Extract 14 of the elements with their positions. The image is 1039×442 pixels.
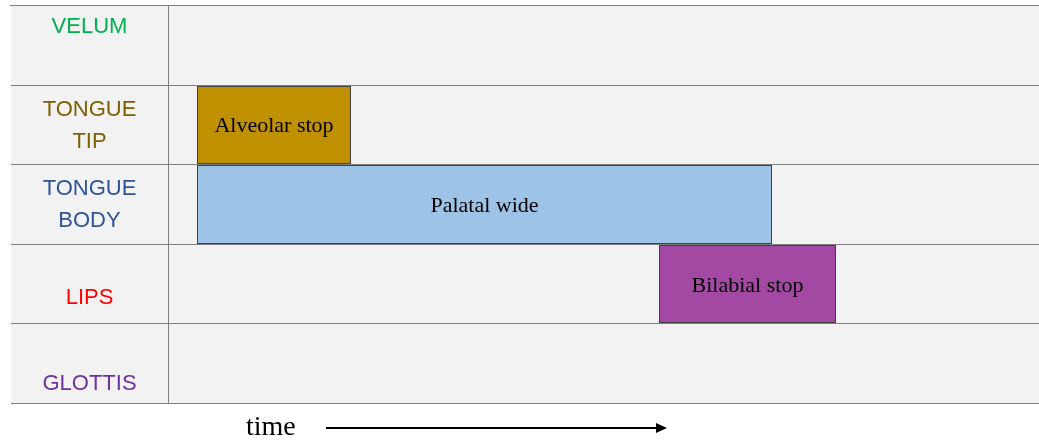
articulator-label: GLOTTIS (41, 369, 138, 397)
articulator-label: VELUM (50, 12, 129, 40)
articulator-label: TONGUE TIP (41, 94, 138, 155)
gesture-bar: Bilabial stop (659, 244, 836, 324)
articulator-row (11, 244, 1039, 325)
articulator-label: LIPS (64, 283, 115, 312)
articulator-row (11, 85, 1039, 166)
articulator-label: TONGUE BODY (41, 174, 138, 235)
gesture-bar: Palatal wide (197, 165, 772, 244)
articulator-row (11, 6, 1039, 86)
gesture-bar: Alveolar stop (197, 85, 351, 165)
articulator-row (11, 165, 1039, 245)
axis-label: time (246, 409, 296, 442)
articulator-row (11, 324, 1039, 404)
